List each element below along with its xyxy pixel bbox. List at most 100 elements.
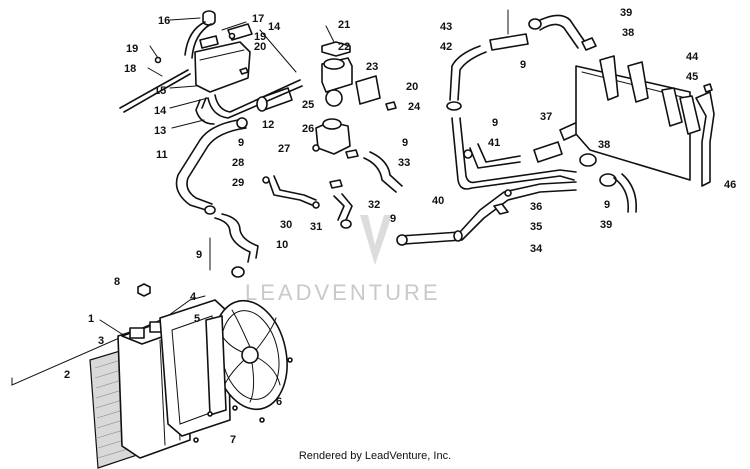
hose-34: [399, 181, 577, 245]
render-credit: Rendered by LeadVenture, Inc.: [298, 450, 452, 462]
screws-6: [207, 357, 293, 423]
hose-29: [267, 175, 317, 206]
frame-46: [695, 91, 715, 187]
callout-2: 2: [64, 369, 70, 381]
callout-9-c: 9: [390, 213, 396, 225]
callout-12: 12: [262, 119, 274, 131]
callout-36: 36: [530, 201, 542, 213]
callout-19-left: 19: [126, 43, 138, 55]
cooling-fan: [205, 299, 288, 416]
hose-13: [195, 97, 215, 125]
radiator-assembly: [11, 283, 293, 469]
callout-17: 17: [252, 13, 264, 25]
callout-38-top: 38: [622, 27, 634, 39]
callout-29: 29: [232, 177, 244, 189]
callout-24: 24: [408, 101, 421, 113]
callout-15: 15: [154, 85, 166, 97]
overflow-tank: [194, 41, 251, 93]
callout-19-right: 19: [254, 31, 266, 43]
callout-13: 13: [154, 125, 166, 137]
callout-31: 31: [310, 221, 322, 233]
callout-33: 33: [398, 157, 410, 169]
callout-39-top: 39: [620, 7, 632, 19]
bracket-b: [627, 61, 649, 103]
callout-27: 27: [278, 143, 290, 155]
callout-9-a: 9: [238, 137, 244, 149]
callout-37: 37: [540, 111, 552, 123]
callout-10: 10: [276, 239, 288, 251]
callout-18: 18: [124, 63, 136, 75]
callout-11: 11: [156, 149, 168, 161]
callout-9-b: 9: [402, 137, 408, 149]
thermostat-assembly: [256, 41, 403, 229]
overflow-tank-assembly: [119, 10, 303, 125]
clip-24: [385, 101, 397, 111]
bracket-a: [599, 55, 619, 101]
hose-33: [363, 151, 403, 193]
fastener-8: [137, 283, 151, 297]
callout-9-g: 9: [604, 199, 610, 211]
callout-14-left: 14: [154, 105, 167, 117]
watermark-text: LEADVENTURE: [245, 280, 441, 305]
callout-45: 45: [686, 71, 698, 83]
callout-25: 25: [302, 99, 314, 111]
callout-30: 30: [280, 219, 292, 231]
upper-right-hoses: [396, 9, 638, 246]
callout-35: 35: [530, 221, 542, 233]
callout-16: 16: [158, 15, 170, 27]
callout-44: 44: [686, 51, 699, 63]
watermark-logo: [360, 215, 392, 265]
callout-3: 3: [98, 335, 104, 347]
callout-39-bottom: 39: [600, 219, 612, 231]
tank-cap: [199, 35, 219, 49]
callout-41: 41: [488, 137, 500, 149]
callout-labels: 16 17 19 19 18 15 14 20 14 13 21 22 23 1…: [64, 7, 736, 446]
fitting-43: [489, 33, 529, 51]
callout-32: 32: [368, 199, 380, 211]
callout-42: 42: [440, 41, 452, 53]
hose-10: [214, 213, 259, 278]
clip-35: [493, 203, 509, 215]
hose-32: [333, 193, 353, 221]
bracket-20: [355, 75, 381, 105]
callout-28: 28: [232, 157, 244, 169]
overflow-hose-18: [119, 69, 191, 113]
callout-7: 7: [230, 434, 236, 446]
callout-9-d: 9: [196, 249, 202, 261]
thermostat-25: [325, 89, 343, 107]
hose-11: [175, 117, 248, 215]
callout-20-left: 20: [254, 41, 266, 53]
bracket-d: [679, 95, 701, 135]
hose-14: [207, 79, 303, 119]
hose-42: [449, 45, 487, 101]
callout-40: 40: [432, 195, 444, 207]
frame-rail: [575, 55, 715, 187]
hose-39-upper: [535, 14, 586, 49]
callout-9-e: 9: [520, 59, 526, 71]
hose-37: [533, 141, 563, 163]
callout-6: 6: [276, 396, 282, 408]
callout-23: 23: [366, 61, 378, 73]
callout-21: 21: [338, 19, 350, 31]
callout-26: 26: [302, 123, 314, 135]
watermark: LEADVENTURE: [245, 215, 441, 305]
callout-9-f: 9: [492, 117, 498, 129]
callout-5: 5: [194, 313, 200, 325]
callout-8: 8: [114, 276, 120, 288]
callout-1: 1: [88, 313, 94, 325]
callout-14-top: 14: [268, 21, 281, 33]
callout-22: 22: [338, 41, 350, 53]
pipe-40: [451, 117, 577, 190]
callout-20-right: 20: [406, 81, 418, 93]
bracket-c: [661, 87, 683, 127]
callout-4: 4: [190, 291, 197, 303]
tank-cap-top: [202, 10, 216, 26]
callout-34: 34: [530, 243, 543, 255]
vent-hose-16: [184, 21, 212, 59]
frame-44: [575, 65, 691, 181]
hose-39-lower: [613, 173, 638, 213]
callout-38-mid: 38: [598, 139, 610, 151]
callout-46: 46: [724, 179, 736, 191]
leader-lines: [147, 17, 335, 271]
